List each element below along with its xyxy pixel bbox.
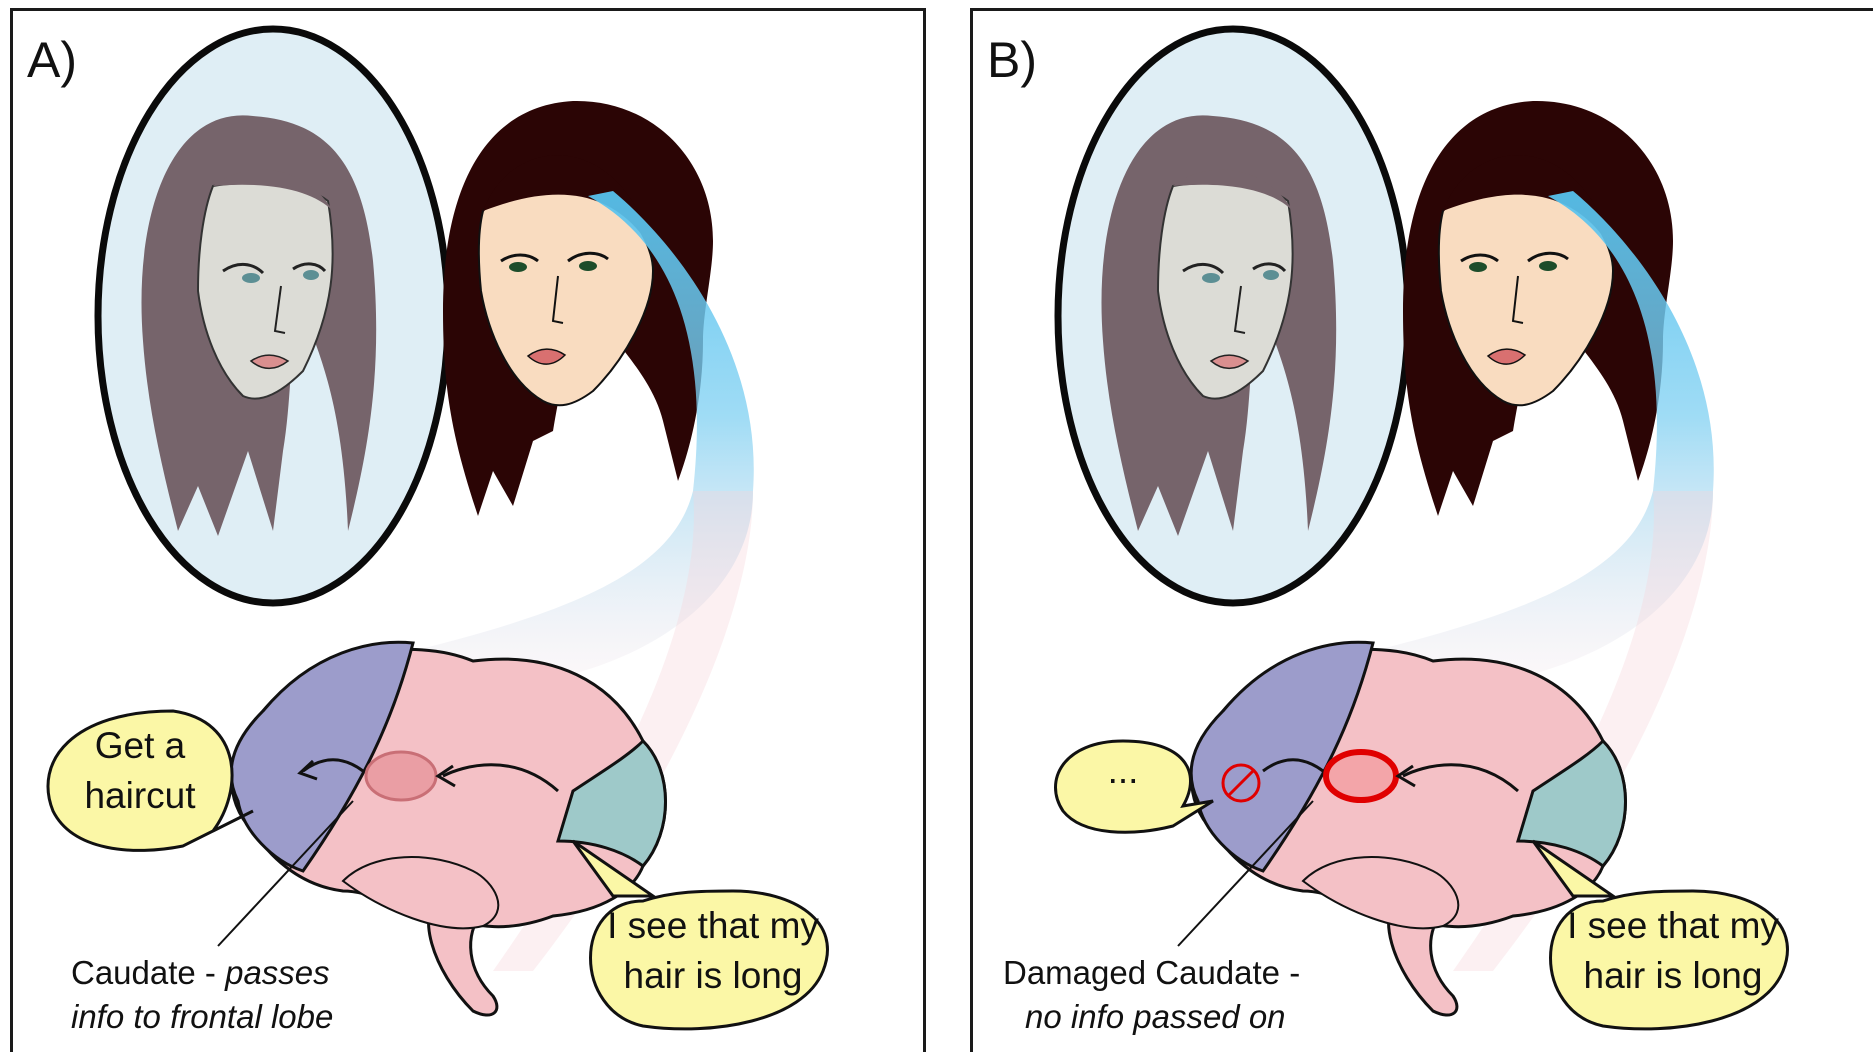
mirror — [1058, 29, 1408, 603]
woman — [1403, 101, 1673, 516]
left-bubble-line-2: haircut — [45, 771, 235, 821]
caption-line-2-italic: info to frontal lobe — [71, 998, 333, 1035]
caption: Damaged Caudate - no info passed on — [1003, 951, 1300, 1039]
panel-b-illustration — [973, 11, 1873, 1052]
caption-line-2-italic: no info passed on — [1025, 998, 1286, 1035]
right-bubble-line-2: hair is long — [593, 951, 833, 1001]
woman — [443, 101, 713, 516]
left-bubble-line-1: Get a — [45, 721, 235, 771]
caption-line-1-plain: Damaged Caudate - — [1003, 954, 1300, 991]
right-bubble-line-1: I see that my — [593, 901, 833, 951]
right-bubble-line-2: hair is long — [1553, 951, 1793, 1001]
caudate — [366, 752, 436, 800]
left-bubble-text: ... — [1068, 746, 1178, 796]
panel-b: B) ... I see that my hair is long Damage… — [970, 8, 1873, 1052]
left-bubble-text: Get a haircut — [45, 721, 235, 821]
right-bubble-text: I see that my hair is long — [593, 901, 833, 1001]
panel-a-illustration — [13, 11, 926, 1052]
mirror — [98, 29, 448, 603]
right-bubble-line-1: I see that my — [1553, 901, 1793, 951]
right-bubble-text: I see that my hair is long — [1553, 901, 1793, 1001]
caudate-damaged — [1326, 752, 1396, 800]
caption: Caudate - passes info to frontal lobe — [71, 951, 333, 1039]
panel-a: A) Get a haircut I see that my hair is l… — [10, 8, 926, 1052]
caption-line-1-italic: passes — [225, 954, 330, 991]
panel-label: A) — [27, 35, 77, 85]
panel-label: B) — [987, 35, 1037, 85]
caption-line-1-plain: Caudate - — [71, 954, 225, 991]
left-bubble-line-1: ... — [1068, 746, 1178, 796]
